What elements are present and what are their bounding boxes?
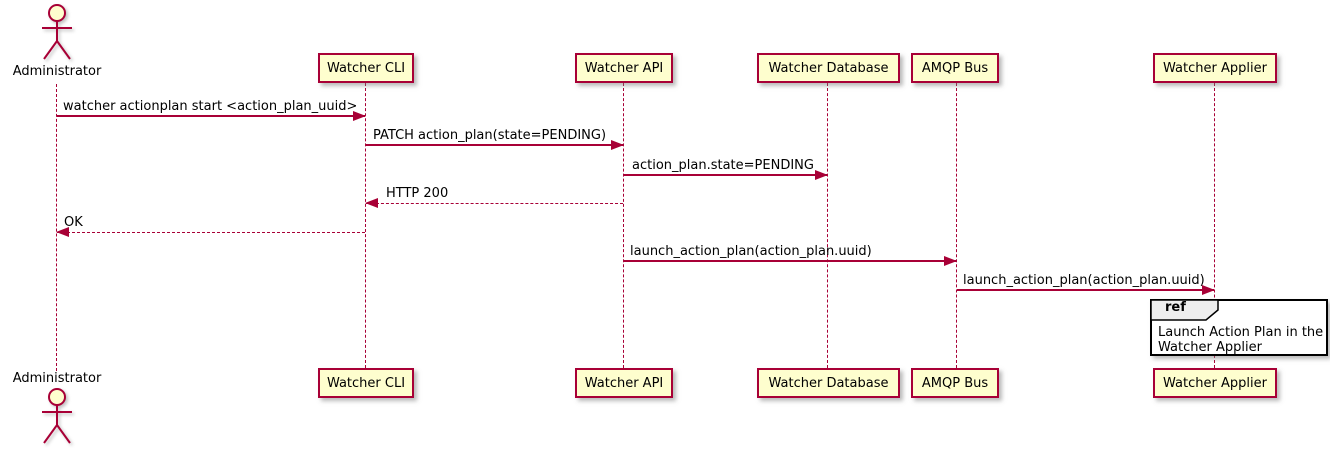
message-line (57, 115, 365, 117)
message-label: HTTP 200 (386, 186, 449, 201)
ref-line: Launch Action Plan in the (1158, 325, 1324, 340)
participant-amqp-bus-top: AMQP Bus (911, 53, 999, 83)
ref-fragment: ref Launch Action Plan in the Watcher Ap… (1150, 299, 1328, 356)
lifeline-watcher-api (623, 83, 624, 368)
participant-label: Watcher API (584, 375, 664, 391)
participant-label: Watcher Applier (1163, 375, 1267, 391)
participant-label: Watcher API (584, 60, 664, 76)
arrowhead-icon (611, 140, 624, 150)
participant-watcher-cli-top: Watcher CLI (318, 53, 414, 83)
actor-icon (42, 388, 72, 444)
participant-watcher-api-top: Watcher API (575, 53, 673, 83)
arrowhead-icon (353, 111, 366, 121)
ref-text: Launch Action Plan in the Watcher Applie… (1158, 325, 1323, 355)
arrowhead-icon (365, 198, 378, 208)
participant-watcher-applier-bottom: Watcher Applier (1153, 368, 1277, 398)
participant-label: Watcher Applier (1163, 60, 1267, 76)
message-label: launch_action_plan(action_plan.uuid) (630, 244, 872, 259)
actor-label-top: Administrator (12, 64, 102, 79)
lifeline-amqp-bus (956, 83, 957, 368)
message-line (957, 289, 1214, 291)
actor-label-bottom: Administrator (12, 371, 102, 386)
message-line (366, 144, 623, 146)
arrowhead-icon (1202, 285, 1215, 295)
lifeline-watcher-database (827, 83, 828, 368)
participant-label: AMQP Bus (921, 375, 989, 391)
participant-label: Watcher Database (768, 375, 889, 391)
message-label: launch_action_plan(action_plan.uuid) (963, 273, 1205, 288)
participant-label: Watcher CLI (326, 60, 406, 76)
message-line (366, 203, 623, 204)
participant-watcher-api-bottom: Watcher API (575, 368, 673, 398)
message-line (624, 260, 956, 262)
lifeline-watcher-cli (365, 83, 366, 368)
participant-label: AMQP Bus (921, 60, 989, 76)
participant-label: Watcher Database (768, 60, 889, 76)
ref-tab-shape-icon (1150, 299, 1219, 321)
arrowhead-icon (944, 256, 957, 266)
message-label: PATCH action_plan(state=PENDING) (373, 128, 607, 143)
actor-icon (42, 4, 72, 60)
message-line (57, 232, 365, 233)
participant-watcher-database-top: Watcher Database (757, 53, 900, 83)
message-label: OK (64, 215, 83, 230)
arrowhead-icon (56, 227, 69, 237)
ref-line: Watcher Applier (1158, 340, 1262, 355)
message-line (624, 174, 827, 176)
lifeline-watcher-applier (1214, 83, 1215, 368)
message-label: action_plan.state=PENDING (632, 158, 814, 173)
ref-keyword: ref (1165, 300, 1186, 315)
participant-watcher-applier-top: Watcher Applier (1153, 53, 1277, 83)
message-label: watcher actionplan start <action_plan_uu… (63, 99, 358, 114)
participant-label: Watcher CLI (326, 375, 406, 391)
participant-watcher-database-bottom: Watcher Database (757, 368, 900, 398)
participant-amqp-bus-bottom: AMQP Bus (911, 368, 999, 398)
ref-tab: ref (1150, 299, 1220, 321)
arrowhead-icon (815, 170, 828, 180)
participant-watcher-cli-bottom: Watcher CLI (318, 368, 414, 398)
